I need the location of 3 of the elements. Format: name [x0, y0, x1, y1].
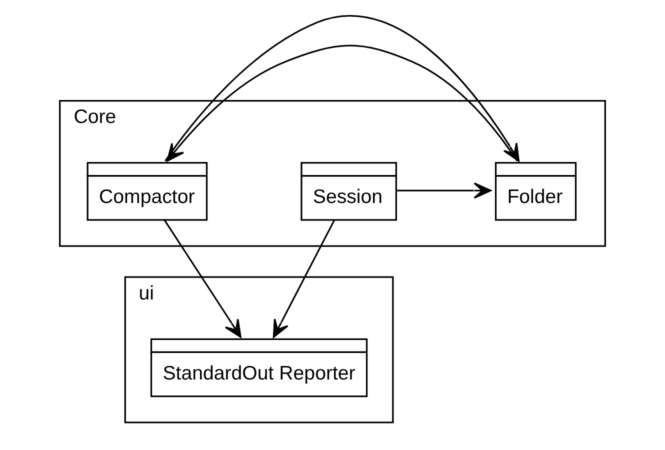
arrow: [164, 219, 242, 338]
arrow: [272, 219, 336, 338]
arrow: [396, 182, 492, 198]
